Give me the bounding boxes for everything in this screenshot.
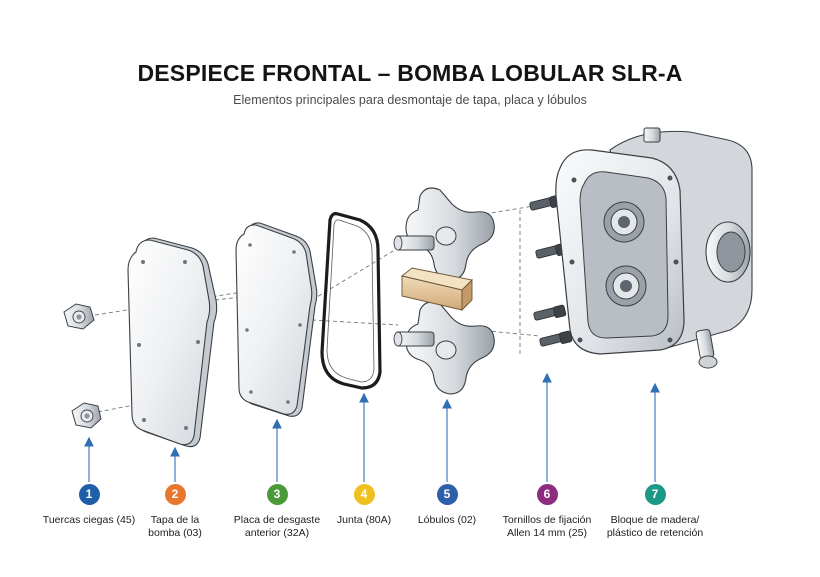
guide-line-gasket-bottom [311, 319, 399, 326]
callout-gasket: 4 Junta (80A) [299, 484, 429, 527]
callout-label: Placa de desgaste anterior (32A) [233, 514, 321, 539]
cap-nut-bottom [71, 402, 102, 429]
callout-label: Lóbulos (02) [417, 514, 477, 526]
gasket [320, 212, 382, 390]
wooden-retention-block [400, 267, 473, 312]
callout-badge: 3 [266, 484, 288, 505]
lobe-lower [393, 301, 495, 395]
allen-bolt-4 [539, 330, 573, 347]
callout-badge: 5 [436, 484, 458, 505]
allen-bolt-3 [533, 304, 567, 321]
callout-label: Bloque de madera/ plástico de retención [606, 514, 704, 539]
callout-badge: 6 [536, 484, 558, 505]
callout-badge: 2 [164, 484, 186, 505]
wear-plate [235, 222, 318, 417]
lobe-upper [393, 187, 495, 281]
callout-retention-block: 7 Bloque de madera/ plástico de retenció… [590, 484, 720, 540]
callout-lobes: 5 Lóbulos (02) [382, 484, 512, 527]
callout-label: Tornillos de fijación Allen 14 mm (25) [502, 514, 592, 539]
callout-allen-bolts: 6 Tornillos de fijación Allen 14 mm (25) [482, 484, 612, 540]
callout-pump-cover: 2 Tapa de la bomba (03) [110, 484, 240, 540]
pump-body [555, 127, 753, 369]
cap-nut-top [63, 303, 95, 330]
callout-label: Tapa de la bomba (03) [148, 514, 202, 539]
callout-badge: 1 [78, 484, 100, 505]
diagram-title: DESPIECE FRONTAL – BOMBA LOBULAR SLR-A [137, 60, 683, 86]
leader-lines [84, 372, 660, 482]
callout-badge: 7 [644, 484, 666, 505]
callout-badge: 4 [353, 484, 375, 505]
callout-cap-nuts: 1 Tuercas ciegas (45) [24, 484, 154, 527]
pump-cover [127, 237, 218, 448]
callout-label: Junta (80A) [336, 514, 392, 526]
callout-wear-plate: 3 Placa de desgaste anterior (32A) [212, 484, 342, 540]
callout-label: Tuercas ciegas (45) [42, 514, 136, 526]
diagram-subtitle: Elementos principales para desmontaje de… [233, 93, 587, 107]
